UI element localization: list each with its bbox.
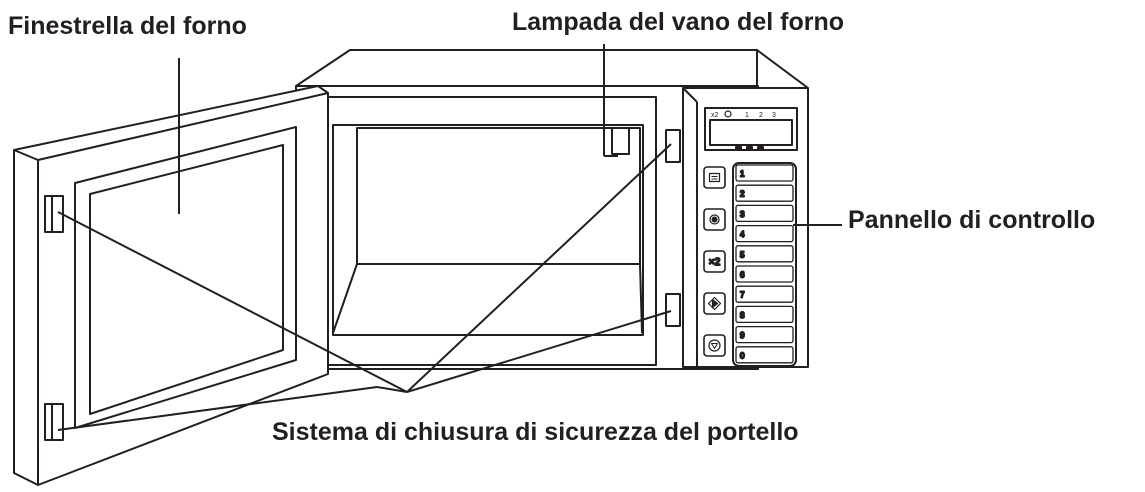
number-key-7[interactable]: 7 bbox=[735, 285, 794, 303]
number-key-5[interactable]: 5 bbox=[735, 245, 794, 263]
number-key-6[interactable]: 6 bbox=[735, 265, 794, 283]
number-key-3[interactable]: 3 bbox=[735, 204, 794, 223]
door-hook-lower bbox=[44, 403, 64, 441]
number-key-label: 5 bbox=[740, 250, 745, 259]
label-control-panel: Pannello di controllo bbox=[848, 206, 1096, 234]
number-key-label: 0 bbox=[740, 351, 745, 360]
number-key-column: 1 2 3 4 5 6 7 8 9 0 bbox=[735, 164, 794, 364]
leader-lock bbox=[57, 143, 672, 431]
menu-button[interactable] bbox=[703, 166, 726, 189]
left-button-column: ×2 bbox=[703, 166, 726, 357]
x2-text: ×2 bbox=[709, 257, 721, 268]
number-key-0[interactable]: 0 bbox=[735, 346, 794, 364]
label-oven-window: Finestrella del forno bbox=[8, 12, 247, 40]
label-door-safety-lock: Sistema di chiusura di sicurezza del por… bbox=[272, 418, 799, 446]
stop-icon bbox=[708, 339, 721, 352]
number-key-label: 8 bbox=[740, 311, 745, 320]
number-key-label: 6 bbox=[740, 271, 745, 280]
start-button[interactable] bbox=[703, 292, 726, 315]
display-indicator-3: 3 bbox=[772, 112, 776, 119]
stop-button[interactable] bbox=[703, 334, 726, 357]
oven-lamp bbox=[611, 127, 630, 155]
number-key-8[interactable]: 8 bbox=[735, 305, 794, 324]
label-oven-lamp: Lampada del vano del forno bbox=[512, 8, 844, 36]
menu-icon bbox=[708, 172, 721, 183]
oven-door bbox=[13, 85, 329, 486]
display-indicator-2: 2 bbox=[759, 112, 763, 119]
number-key-label: 2 bbox=[740, 190, 745, 199]
display-indicator-1: 1 bbox=[745, 112, 749, 119]
number-key-label: 7 bbox=[740, 291, 745, 300]
dot-icon bbox=[709, 214, 720, 225]
oven-window bbox=[89, 144, 284, 415]
x2-button[interactable]: ×2 bbox=[703, 250, 726, 273]
latch-slot-lower bbox=[665, 293, 681, 327]
number-key-9[interactable]: 9 bbox=[735, 325, 794, 344]
power-level-icons bbox=[735, 146, 764, 150]
number-key-4[interactable]: 4 bbox=[735, 224, 794, 243]
number-key-2[interactable]: 2 bbox=[735, 184, 794, 202]
control-panel: ×2 1 2 3 4 5 6 7 8 9 0 bbox=[703, 107, 798, 367]
number-key-label: 1 bbox=[740, 170, 745, 179]
number-key-label: 9 bbox=[740, 331, 745, 340]
number-key-label: 3 bbox=[740, 210, 745, 219]
number-key-label: 4 bbox=[740, 230, 745, 239]
clock-icon bbox=[724, 110, 732, 118]
diamond-start-icon bbox=[707, 296, 722, 311]
latch-slot-upper bbox=[665, 129, 681, 163]
display-x2-text: x2 bbox=[711, 112, 719, 119]
start-dot-button[interactable] bbox=[703, 208, 726, 231]
number-key-1[interactable]: 1 bbox=[735, 164, 794, 182]
